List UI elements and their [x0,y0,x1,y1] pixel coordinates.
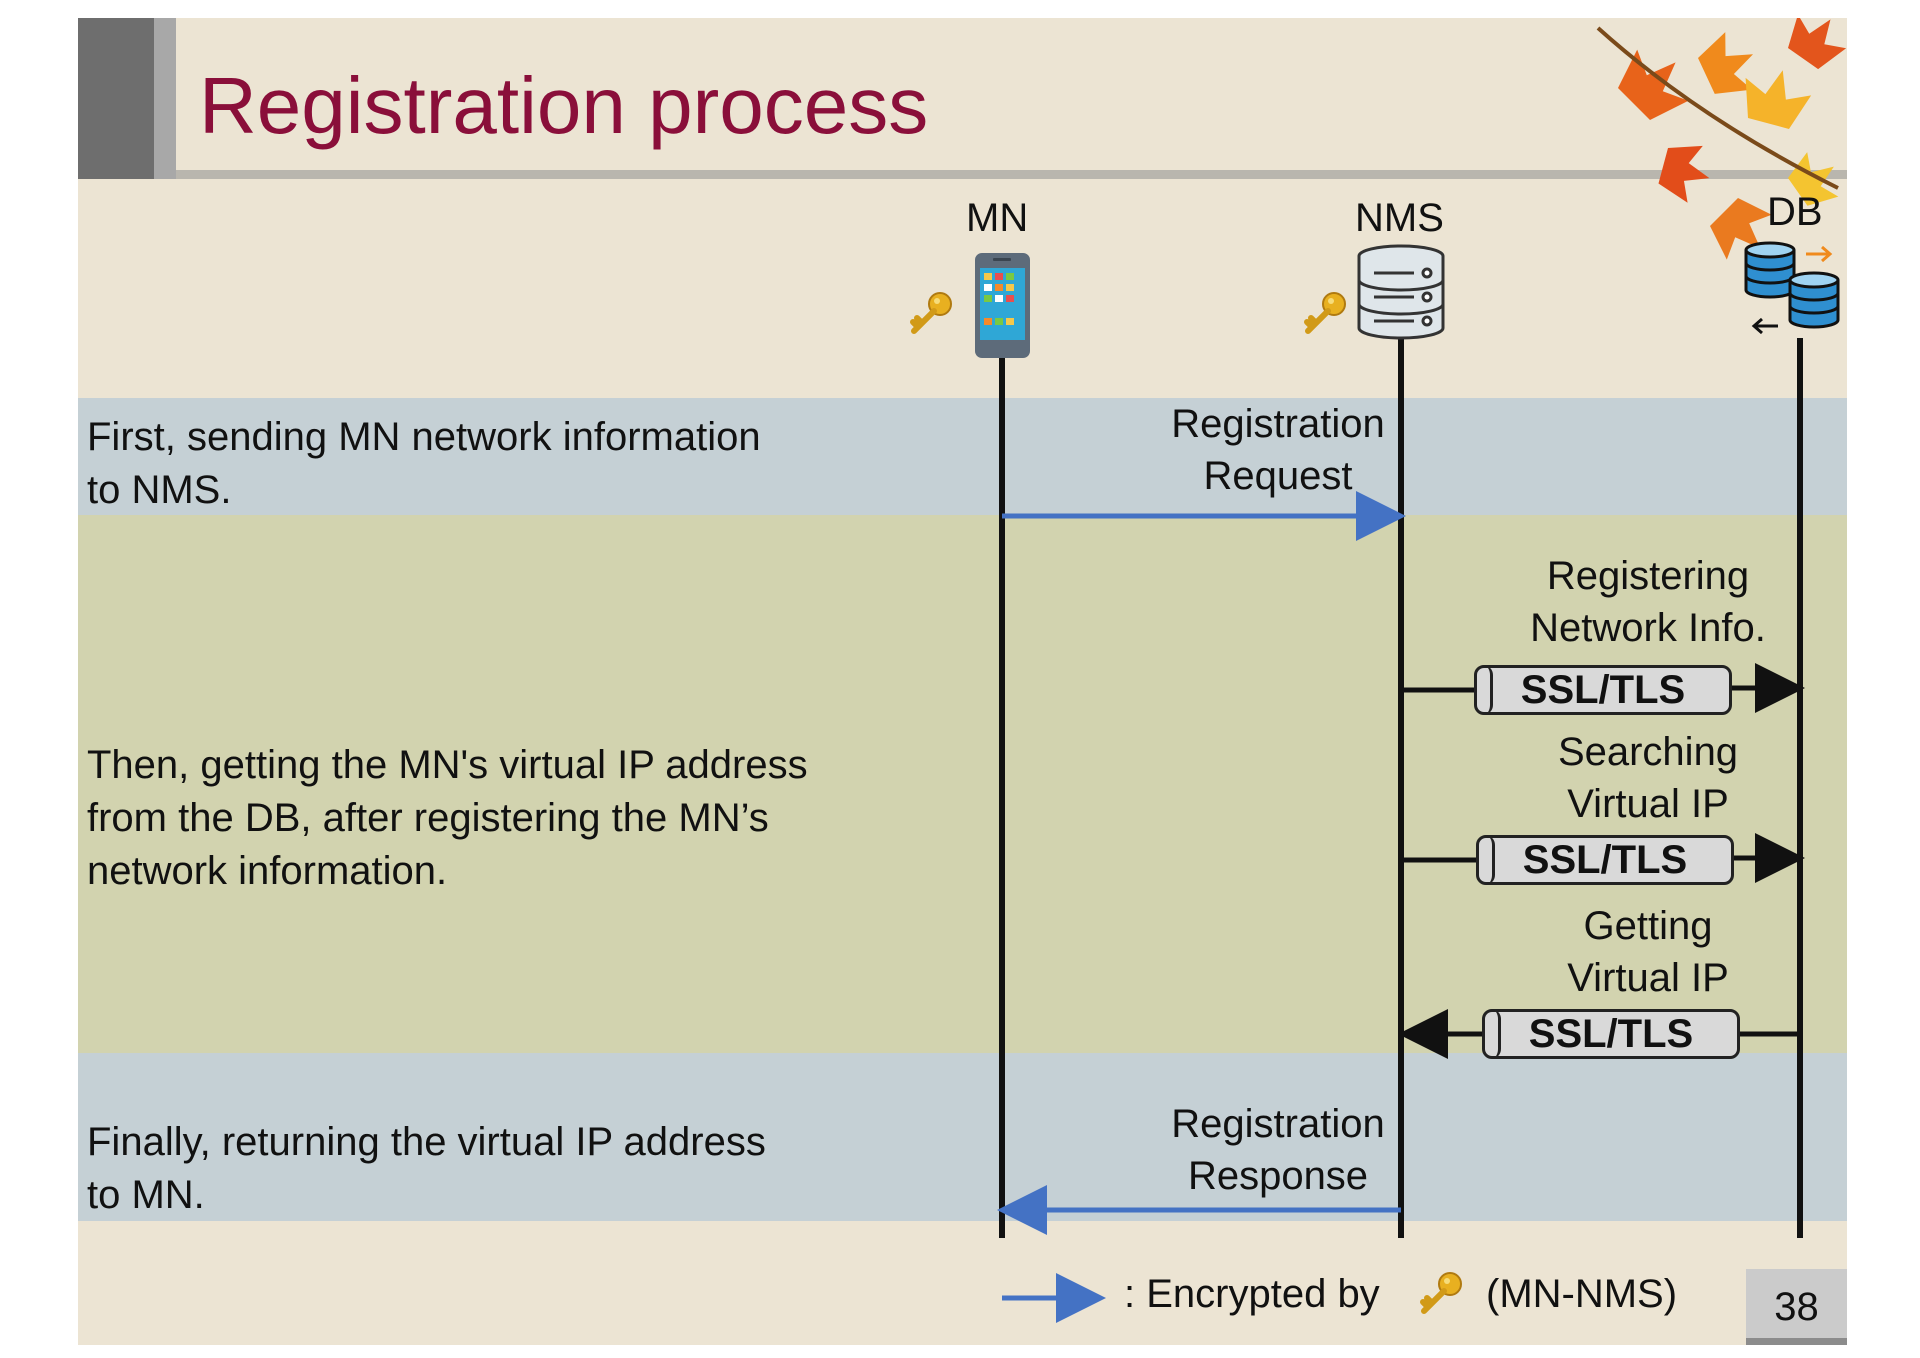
message-registration-response-line2: Response [1187,1154,1369,1198]
legend-text-mn-nms: (MN-NMS) [1486,1272,1678,1316]
ssl-tls-searching: SSL/TLS [1476,835,1734,885]
smartphone-icon [975,253,1030,358]
description-step2-line2: from the DB, after registering the MN’s [87,796,769,840]
message-searching-line1: Searching [1557,730,1739,774]
actor-db-label: DB [1767,190,1823,234]
description-step3-line2: to MN. [87,1173,205,1217]
server-icon [1357,244,1445,340]
band-step3 [78,1053,1847,1221]
description-step2-line1: Then, getting the MN's virtual IP addres… [87,743,808,787]
description-step1: First, sending MN network information to… [87,411,761,517]
description-step3-line1: Finally, returning the virtual IP addres… [87,1120,766,1164]
band-step2 [78,515,1847,1053]
ssl-tls-getting: SSL/TLS [1482,1009,1740,1059]
actor-mn-label: MN [966,196,1029,240]
key-icon [1423,1273,1461,1311]
title-accent-dark [78,18,154,179]
message-searching-line2: Virtual IP [1567,782,1729,826]
message-registration-request: Registration Request [1078,398,1478,502]
key-icon [913,293,951,331]
description-step3: Finally, returning the virtual IP addres… [87,1116,766,1222]
page-number: 38 [1746,1269,1847,1345]
message-registering-line1: Registering [1546,554,1750,598]
description-step2: Then, getting the MN's virtual IP addres… [87,739,808,898]
message-searching-virtual-ip: Searching Virtual IP [1468,726,1828,830]
message-getting-line2: Virtual IP [1567,956,1729,1000]
database-sync-icon [1744,241,1840,335]
page-title: Registration process [199,61,929,150]
band-step1 [78,398,1847,515]
message-registration-request-line2: Request [1203,454,1353,498]
sequence-diagram [78,241,1840,1323]
slide: Registration process MN NMS DB First, se… [78,18,1847,1345]
actor-nms-label: NMS [1355,196,1444,240]
message-getting-virtual-ip: Getting Virtual IP [1468,900,1828,1004]
ssl-tls-registering: SSL/TLS [1474,665,1732,715]
description-step1-line1: First, sending MN network information [87,415,761,459]
message-registration-request-line1: Registration [1171,402,1385,446]
message-getting-line1: Getting [1583,904,1713,948]
description-step2-line3: network information. [87,849,448,893]
message-registration-response: Registration Response [1078,1098,1478,1202]
page-number-underline [1746,1338,1847,1345]
key-icon [1307,293,1345,331]
message-registering-line2: Network Info. [1530,606,1766,650]
description-step1-line2: to NMS. [87,468,232,512]
title-accent-light [154,18,176,179]
message-registration-response-line1: Registration [1171,1102,1385,1146]
message-registering-network-info: Registering Network Info. [1468,550,1828,654]
title-underline [176,170,1847,179]
legend-text-encrypted: : Encrypted by [1124,1272,1380,1316]
